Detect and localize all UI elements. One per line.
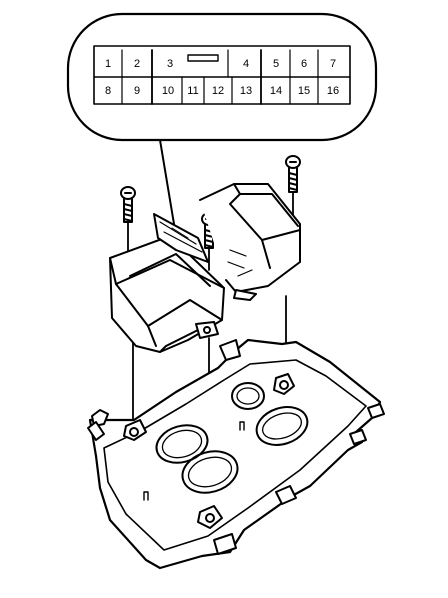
pin-label: 3 — [167, 58, 173, 70]
pin-label: 10 — [162, 85, 174, 97]
pin-label: 4 — [243, 58, 249, 70]
bottom-screw-boss — [197, 505, 223, 529]
screw-left — [120, 186, 136, 223]
left-screw-boss — [123, 419, 147, 441]
pin-label: 13 — [240, 85, 252, 97]
pin-label: 1 — [105, 58, 111, 70]
pin-label: 14 — [270, 85, 282, 97]
pin-label: 8 — [105, 85, 111, 97]
pin-label: 6 — [301, 58, 307, 70]
callout-leader-line — [159, 139, 177, 237]
console-base-plate — [87, 338, 385, 570]
connector-callout: 1 2 3 4 5 6 7 8 9 10 11 12 13 14 15 16 — [66, 12, 378, 142]
pin-label: 11 — [187, 85, 198, 97]
switch-body — [109, 183, 301, 353]
pin-label: 15 — [298, 85, 310, 97]
callout-bubble — [66, 12, 378, 142]
pin-label: 7 — [330, 58, 336, 70]
pin-label: 2 — [134, 58, 140, 70]
cutout-right-oval — [255, 406, 309, 446]
cutout-lower-left — [181, 450, 239, 494]
cutout-upper-left — [155, 424, 209, 464]
alignment-line-left — [127, 221, 134, 433]
connector-latch — [187, 54, 219, 62]
right-screw-boss — [273, 373, 295, 395]
pin-label: 16 — [327, 85, 339, 97]
cutout-small-round — [231, 382, 265, 410]
screw-right — [285, 155, 301, 193]
pin-label: 9 — [134, 85, 140, 97]
pin-label: 5 — [273, 58, 279, 70]
pin-label: 12 — [212, 85, 224, 97]
connector-face — [93, 45, 351, 105]
